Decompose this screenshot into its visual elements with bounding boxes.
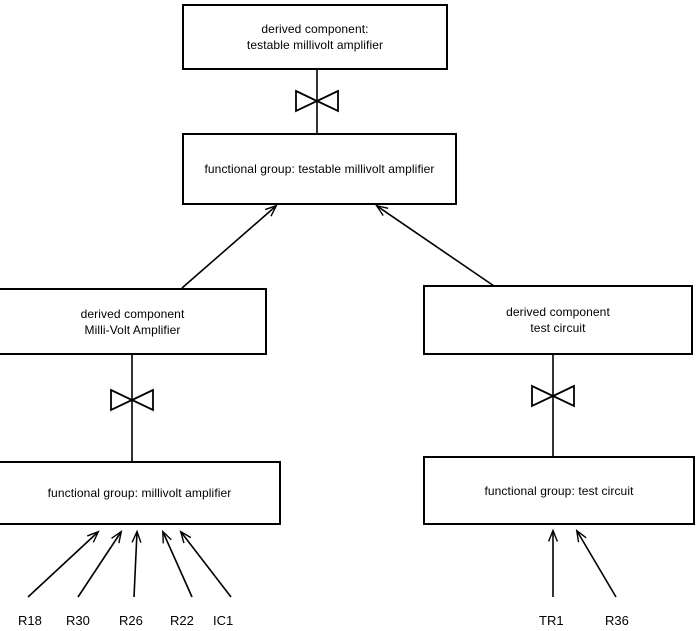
relationship-arrow bbox=[77, 532, 121, 598]
node-label: derived component: testable millivolt am… bbox=[246, 22, 384, 52]
node-functional-group-test-circuit[interactable]: functional group: test circuit bbox=[423, 456, 695, 525]
node-functional-group-testable-millivolt-amplifier[interactable]: functional group: testable millivolt amp… bbox=[182, 133, 457, 205]
leaf-label-r26: R26 bbox=[119, 613, 143, 628]
relationship-arrow bbox=[377, 206, 495, 287]
relationship-arrow bbox=[27, 532, 98, 598]
bowtie-marker-icon bbox=[295, 89, 339, 113]
node-label: derived component test circuit bbox=[506, 305, 610, 335]
node-label: functional group: millivolt amplifier bbox=[47, 486, 232, 500]
leaf-label-r36: R36 bbox=[605, 613, 629, 628]
bowtie-marker-icon bbox=[110, 388, 154, 412]
node-derived-milli-volt-amplifier[interactable]: derived component Milli-Volt Amplifier bbox=[0, 288, 267, 355]
bowtie-marker-icon bbox=[531, 384, 575, 408]
relationship-arrow bbox=[134, 532, 137, 598]
leaf-label-r30: R30 bbox=[66, 613, 90, 628]
node-label: functional group: test circuit bbox=[484, 483, 634, 498]
connector-group bbox=[27, 70, 617, 598]
relationship-arrow bbox=[181, 532, 232, 598]
node-label: derived component Milli-Volt Amplifier bbox=[80, 306, 185, 337]
relationship-arrow bbox=[163, 532, 193, 598]
relationship-arrow bbox=[181, 206, 276, 289]
node-derived-test-circuit[interactable]: derived component test circuit bbox=[423, 285, 693, 355]
leaf-label-r18: R18 bbox=[18, 613, 42, 628]
leaf-label-tr1: TR1 bbox=[539, 613, 564, 628]
leaf-label-r22: R22 bbox=[170, 613, 194, 628]
node-functional-group-millivolt-amplifier[interactable]: functional group: millivolt amplifier bbox=[0, 461, 281, 525]
node-label: functional group: testable millivolt amp… bbox=[204, 162, 435, 176]
leaf-label-ic1: IC1 bbox=[213, 613, 234, 628]
relationship-arrow bbox=[577, 531, 617, 598]
node-derived-testable-millivolt-amplifier[interactable]: derived component: testable millivolt am… bbox=[182, 4, 448, 70]
